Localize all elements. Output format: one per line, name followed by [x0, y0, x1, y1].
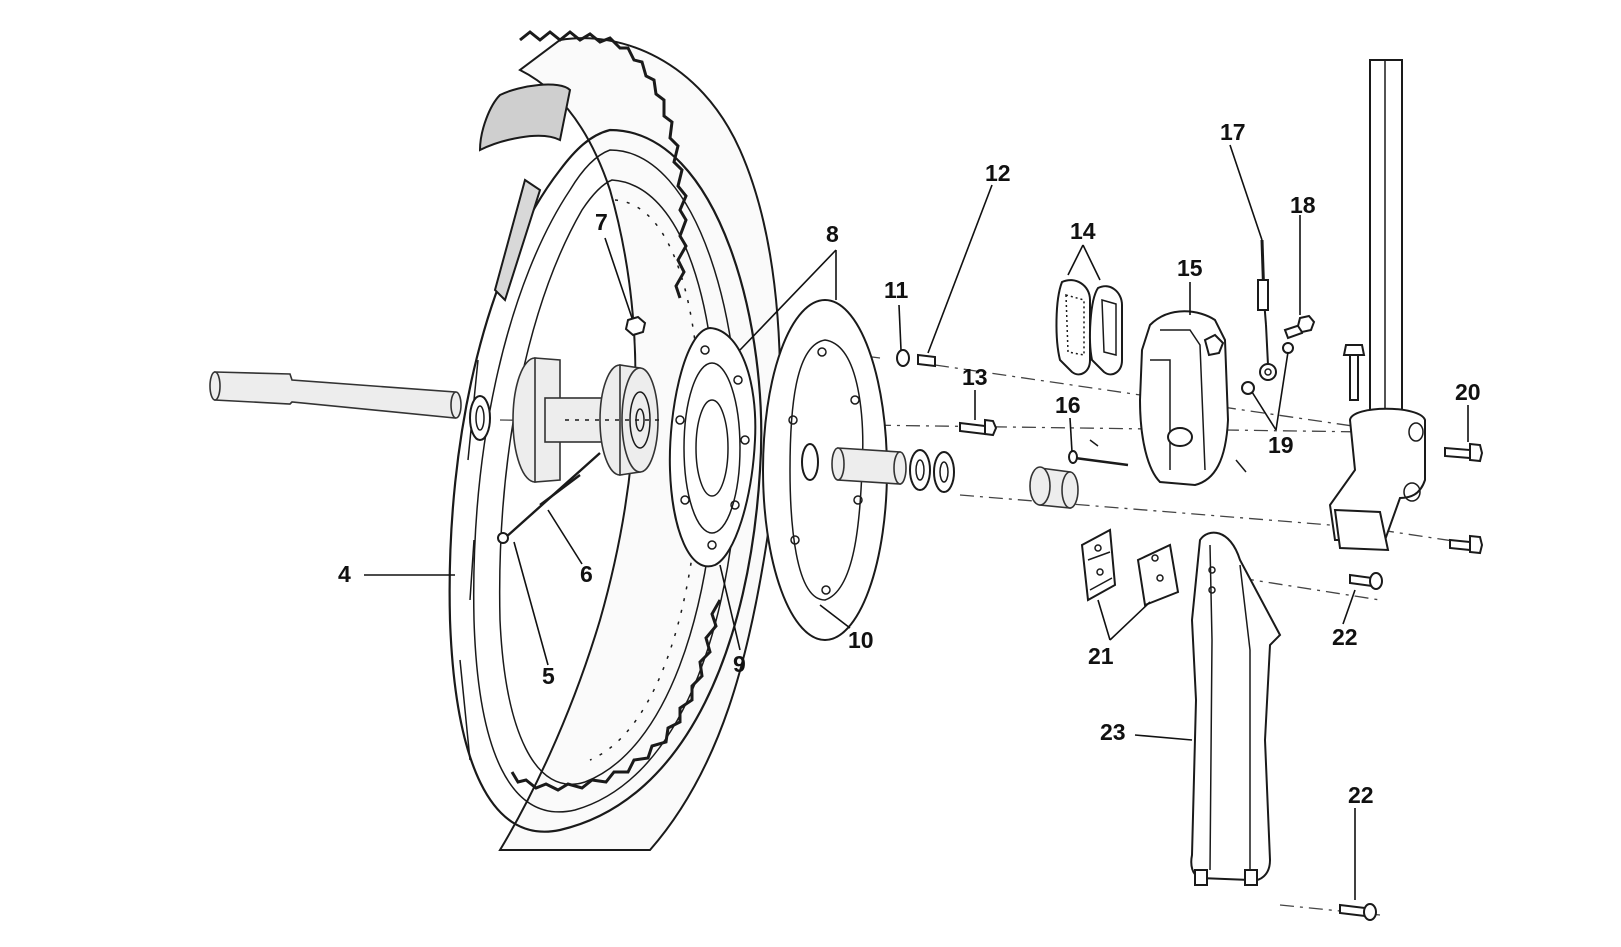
callout-18: 18: [1290, 192, 1316, 218]
callout-22-upper: 22: [1332, 624, 1358, 650]
callout-10: 10: [848, 627, 874, 653]
brake-hose: [1257, 239, 1277, 381]
guard-brackets: [1080, 528, 1180, 607]
fasteners-11-12-13: [896, 349, 998, 437]
brake-caliper: [1138, 310, 1247, 487]
callout-15: 15: [1177, 255, 1203, 281]
axle-spindle: [209, 371, 491, 441]
callout-19: 19: [1268, 432, 1294, 458]
callout-12: 12: [985, 160, 1011, 186]
callout-23: 23: [1100, 719, 1126, 745]
callout-6: 6: [580, 561, 593, 587]
banjo-bolt-washers: [1241, 314, 1316, 395]
leader-lines: [364, 144, 1469, 900]
callout-22-lower: 22: [1348, 782, 1374, 808]
bolts-20-22: [1339, 442, 1484, 921]
caliper-pin: [1068, 439, 1129, 467]
callout-11: 11: [884, 277, 909, 303]
callout-9: 9: [733, 651, 746, 677]
spacer-bearings: [801, 443, 1079, 509]
brake-pads: [1055, 279, 1123, 376]
callout-13: 13: [962, 364, 988, 390]
nut-7: [624, 315, 647, 337]
callout-16: 16: [1055, 392, 1081, 418]
callout-5: 5: [542, 663, 555, 689]
callout-14: 14: [1070, 218, 1096, 244]
callout-labels: 4 5 6 7 8 9 10 11 12 13 14 15 16 17 18 1…: [338, 119, 1481, 808]
fork-guard: [1190, 531, 1282, 886]
callout-7: 7: [595, 209, 608, 235]
callout-21: 21: [1088, 643, 1114, 669]
disc-carrier: [668, 326, 757, 568]
fork-leg: [1328, 59, 1426, 552]
pin-and-key: [497, 452, 601, 544]
callout-8: 8: [826, 221, 839, 247]
callout-4: 4: [338, 561, 351, 587]
wheel-hub: [512, 357, 660, 483]
callout-20: 20: [1455, 379, 1481, 405]
callout-17: 17: [1220, 119, 1246, 145]
